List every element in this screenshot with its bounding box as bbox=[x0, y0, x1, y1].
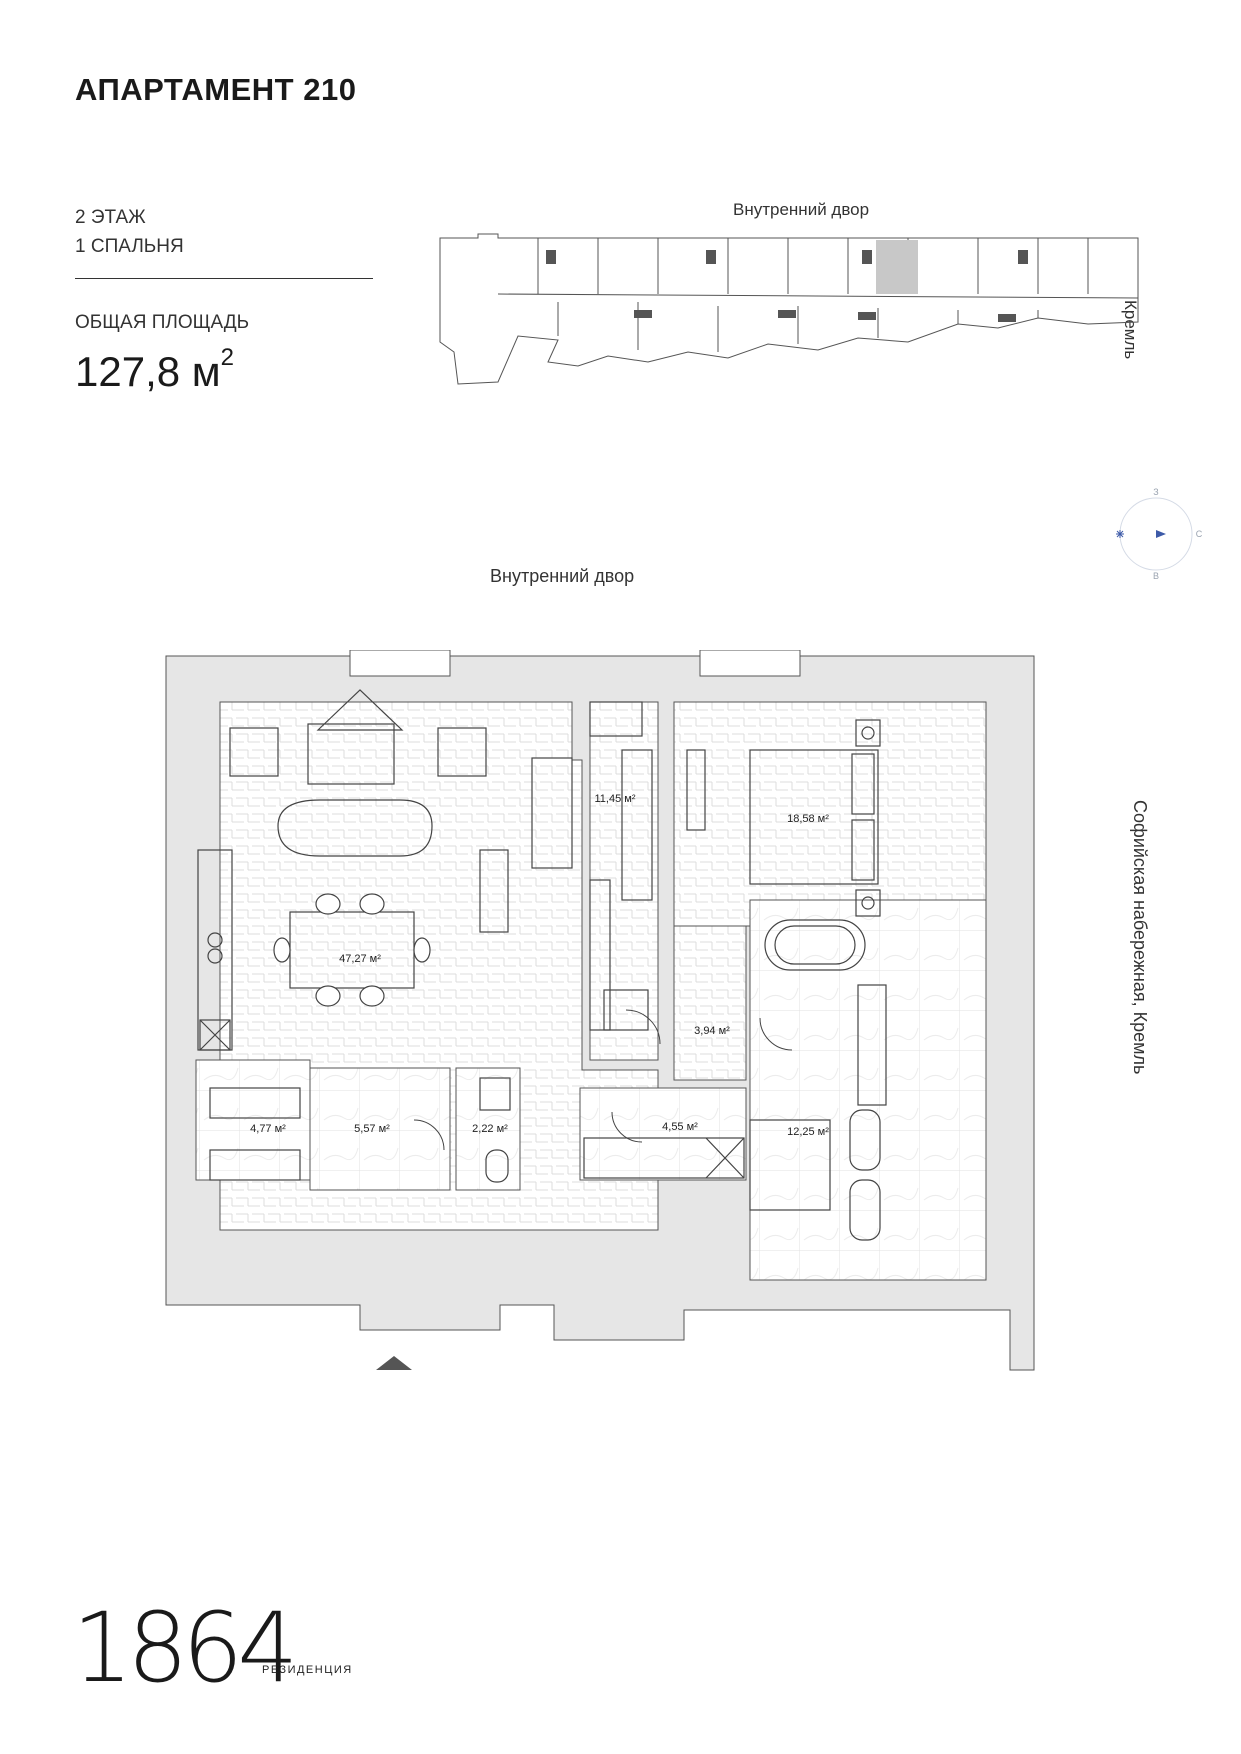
plan-top-label: Внутренний двор bbox=[490, 566, 635, 586]
divider bbox=[75, 278, 373, 279]
room-label-laundry: 4,55 м² bbox=[662, 1121, 698, 1133]
room-bedroom bbox=[673, 701, 987, 927]
room-label-corridor: 3,94 м² bbox=[694, 1025, 730, 1037]
armchair-right bbox=[437, 727, 487, 777]
fireplace bbox=[316, 689, 404, 731]
compass-north: З bbox=[1153, 487, 1158, 497]
compass-east: С bbox=[1196, 529, 1203, 539]
room-corridor bbox=[673, 925, 747, 1081]
key-plan bbox=[439, 233, 1139, 385]
toilet bbox=[849, 1179, 881, 1241]
room-wc bbox=[455, 1067, 521, 1191]
bidet bbox=[849, 1109, 881, 1171]
room-label-wc: 2,22 м² bbox=[472, 1123, 508, 1135]
window-top-left bbox=[349, 650, 451, 677]
window-top-right bbox=[699, 650, 801, 677]
room-bathroom bbox=[749, 899, 987, 1281]
room-label-bedroom: 18,58 м² bbox=[787, 813, 829, 825]
compass: З С В bbox=[1116, 487, 1203, 581]
logo-digits: 1864 bbox=[72, 1592, 298, 1704]
floor-label: 2 ЭТАЖ bbox=[75, 207, 146, 228]
bed bbox=[749, 719, 881, 917]
wc-toilet bbox=[485, 1149, 509, 1183]
sun-icon bbox=[1116, 530, 1124, 538]
room-wardrobe bbox=[195, 1059, 311, 1181]
room-laundry bbox=[579, 1087, 747, 1181]
bathtub bbox=[764, 919, 866, 971]
plan-side-label: Софийская набережная, Кремль bbox=[1130, 800, 1150, 1075]
sideboard bbox=[479, 849, 509, 933]
entrance-arrow-icon bbox=[376, 1356, 412, 1370]
highlighted-unit bbox=[876, 240, 918, 294]
bedrooms-label: 1 СПАЛЬНЯ bbox=[75, 236, 184, 257]
room-label-bathroom: 12,25 м² bbox=[787, 1126, 829, 1138]
shower bbox=[749, 1119, 831, 1211]
room-label-hall: 5,57 м² bbox=[354, 1123, 390, 1135]
compass-south: В bbox=[1153, 571, 1159, 581]
armchair-left bbox=[229, 727, 279, 777]
room-hall bbox=[309, 1067, 451, 1191]
room-label-dressing: 11,45 м² bbox=[595, 793, 636, 805]
keyplan-top-label: Внутренний двор bbox=[733, 200, 870, 219]
logo-word: РЕЗИДЕНЦИЯ bbox=[262, 1664, 353, 1676]
vanity bbox=[857, 984, 887, 1106]
compass-arrow-icon bbox=[1156, 530, 1166, 538]
dining-chairs bbox=[273, 893, 431, 1007]
page-title: АПАРТАМЕНТ 210 bbox=[75, 72, 357, 107]
island bbox=[531, 757, 573, 869]
floor-plan: 47,27 м² 11,45 м² 18,58 м² 3,94 м² 12,25… bbox=[165, 650, 1035, 1371]
room-label-living: 47,27 м² bbox=[339, 953, 381, 965]
sofa bbox=[277, 799, 433, 857]
coffee-table bbox=[307, 723, 395, 785]
total-area-label: ОБЩАЯ ПЛОЩАДЬ bbox=[75, 312, 250, 333]
room-label-wardrobe: 4,77 м² bbox=[250, 1123, 286, 1135]
total-area-value: 127,8 м2 bbox=[75, 344, 235, 395]
